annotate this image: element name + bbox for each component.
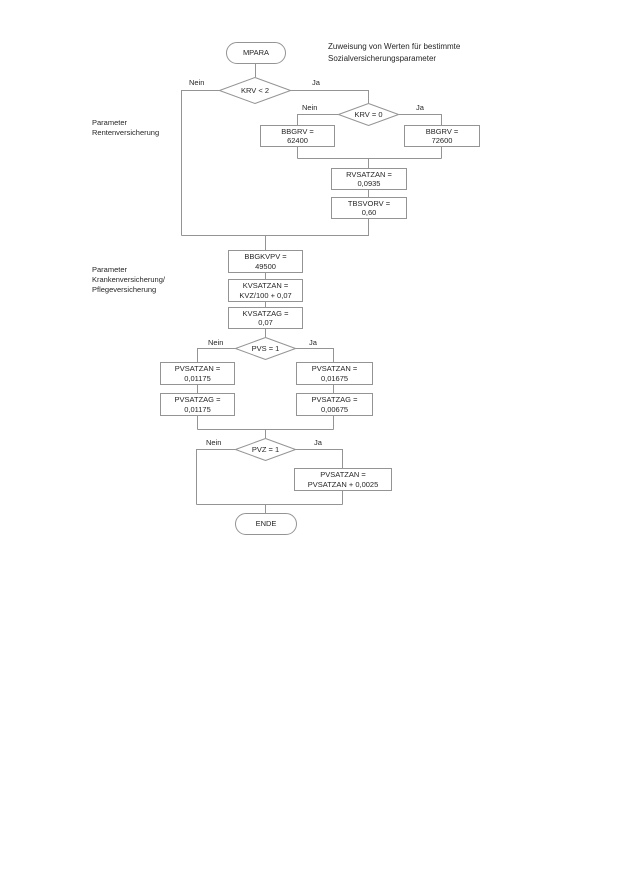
process-value: 0,01175 (184, 373, 211, 383)
process-value: 0,01675 (320, 373, 349, 383)
process-value: 49500 (255, 261, 276, 271)
section-label-line: Krankenversicherung/ (92, 275, 165, 284)
process-value: 0,01175 (184, 404, 211, 414)
process-label: TBSVORV = (347, 198, 391, 208)
process-bbgrv-72600: BBGRV = 72600 (404, 125, 480, 147)
branch-label-ja-krv0: Ja (416, 103, 424, 112)
branch-label-ja-pvs: Ja (309, 338, 317, 347)
terminator-start: MPARA (226, 42, 286, 64)
decision-krv-eq-0: KRV = 0 (338, 103, 399, 126)
diamond-shape (219, 77, 291, 104)
decision-pvs-eq-1: PVS = 1 (235, 337, 296, 360)
process-bbgrv-62400: BBGRV = 62400 (260, 125, 335, 147)
process-value: 0,07 (258, 318, 273, 327)
process-pvsatzag-nein: PVSATZAG = 0,01175 (160, 393, 235, 416)
decision-label: KRV = 0 (354, 109, 383, 119)
process-tbsvorv: TBSVORV = 0,60 (331, 197, 407, 219)
process-label: PVSATZAG = (311, 395, 358, 404)
process-label: PVSATZAN = (174, 364, 221, 373)
process-value: 0,0935 (357, 179, 381, 188)
process-value: 62400 (287, 136, 308, 145)
section-label-krankenversicherung: Parameter Krankenversicherung/ Pflegever… (92, 265, 165, 295)
diamond-shape (235, 337, 296, 360)
branch-label-nein-krv2: Nein (189, 78, 205, 87)
decision-label: KRV < 2 (240, 85, 269, 95)
terminator-label: MPARA (242, 48, 270, 58)
section-label-line: Pflegeversicherung (92, 285, 157, 294)
branch-label-nein-pvs: Nein (208, 338, 224, 347)
process-kvsatzag: KVSATZAG = 0,07 (228, 307, 303, 329)
process-label: PVSATZAN = (311, 364, 358, 373)
branch-label-nein-pvz: Nein (206, 438, 222, 447)
process-label: RVSATZAN = (346, 169, 392, 179)
diagram-title: Zuweisung von Werten für bestimmte Sozia… (328, 41, 460, 65)
branch-label-ja-krv2: Ja (312, 78, 320, 87)
diagram-title-line1: Zuweisung von Werten für bestimmte (328, 42, 461, 51)
process-value: 72600 (431, 136, 453, 145)
decision-label: PVZ = 1 (251, 444, 280, 454)
branch-label-nein-krv0: Nein (302, 103, 318, 112)
process-label: BBGRV = (281, 126, 314, 136)
section-label-line: Parameter (92, 265, 128, 274)
process-pvsatzag-ja: PVSATZAG = 0,00675 (296, 393, 373, 416)
process-label: KVSATZAN = (242, 281, 289, 290)
process-value: 0,00675 (320, 404, 349, 414)
process-label: BBGRV = (425, 126, 459, 136)
section-label-rentenversicherung: Parameter Rentenversicherung (92, 118, 159, 138)
decision-label: PVS = 1 (251, 343, 280, 353)
diamond-shape (338, 103, 399, 126)
process-label: PVSATZAN = (320, 470, 366, 479)
terminator-label: ENDE (255, 519, 277, 529)
process-label: PVSATZAG = (174, 395, 221, 404)
diamond-shape (235, 438, 296, 461)
decision-pvz-eq-1: PVZ = 1 (235, 438, 296, 461)
process-value: PVSATZAN + 0,0025 (307, 479, 379, 489)
process-kvsatzan: KVSATZAN = KVZ/100 + 0,07 (228, 279, 303, 302)
process-label: BBGKVPV = (244, 252, 287, 261)
process-label: KVSATZAG = (242, 308, 289, 318)
process-pvsatzan-add: PVSATZAN = PVSATZAN + 0,0025 (294, 468, 392, 491)
terminator-end: ENDE (235, 513, 297, 535)
section-label-line: Parameter (92, 118, 128, 127)
process-pvsatzan-nein: PVSATZAN = 0,01175 (160, 362, 235, 385)
process-rvsatzan: RVSATZAN = 0,0935 (331, 168, 407, 190)
decision-krv-lt-2: KRV < 2 (219, 77, 291, 104)
process-value: KVZ/100 + 0,07 (239, 290, 292, 300)
diagram-title-line2: Sozialversicherungsparameter (328, 54, 437, 63)
process-value: 0,60 (361, 208, 377, 217)
process-pvsatzan-ja: PVSATZAN = 0,01675 (296, 362, 373, 385)
process-bbgkvpv: BBGKVPV = 49500 (228, 250, 303, 273)
branch-label-ja-pvz: Ja (314, 438, 322, 447)
section-label-line: Rentenversicherung (92, 128, 160, 137)
